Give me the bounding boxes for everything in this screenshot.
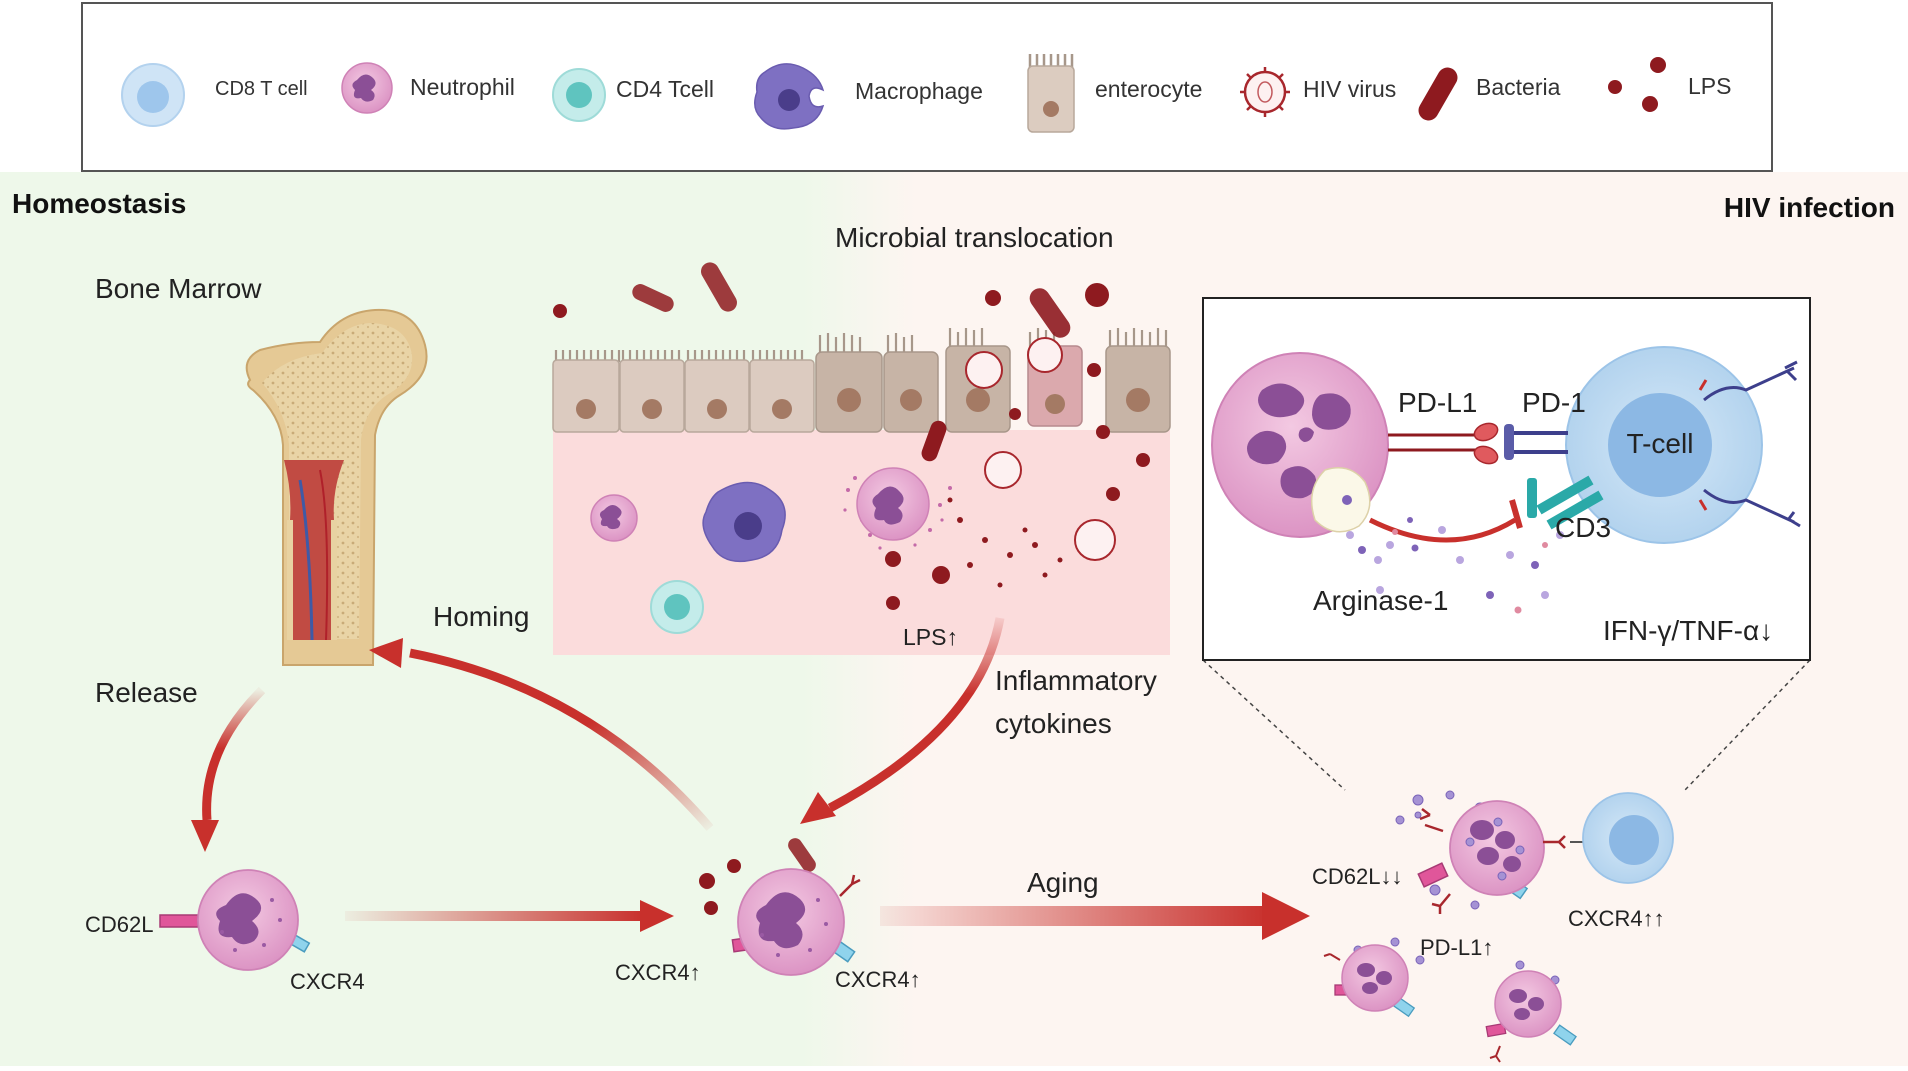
aging-arrow <box>880 892 1310 940</box>
neutrophil-gut-small <box>590 494 638 542</box>
legend-lps-label: LPS <box>1688 73 1731 99</box>
zoom-connector <box>1202 659 1811 791</box>
neutrophil-legend-icon <box>341 62 393 114</box>
arginase-inhibition <box>1346 499 1564 614</box>
cytokine-arrow <box>800 617 1005 824</box>
cxcr4-upup-label: CXCR4↑↑ <box>1568 906 1665 931</box>
homing-label: Homing <box>433 601 529 632</box>
homing-arrow <box>369 638 714 831</box>
legend-cd4-label: CD4 Tcell <box>616 76 714 102</box>
legend-bacteria-label: Bacteria <box>1476 74 1561 100</box>
cd4-legend-icon <box>552 68 606 122</box>
lps-up-label: LPS↑ <box>903 624 958 650</box>
lps-dots <box>553 283 1150 915</box>
neutrophil-activated-middle <box>731 868 861 976</box>
aging-label: Aging <box>1027 867 1099 898</box>
hiv-infection-title: HIV infection <box>1724 192 1895 223</box>
cd3-receptor <box>1527 475 1604 530</box>
neutrophil-homeostasis <box>159 869 311 971</box>
pdl1-up-label: PD-L1↑ <box>1420 935 1493 960</box>
cxcr4-up-left-label: CXCR4↑ <box>615 960 701 985</box>
macrophage-gut <box>702 481 786 563</box>
homeostasis-title: Homeostasis <box>12 188 186 219</box>
gut-tissue: LPS↑ <box>552 262 1171 915</box>
inset-cd3-label: CD3 <box>1555 512 1611 543</box>
release-arrow <box>191 686 266 852</box>
aged-neutrophil-large <box>1395 790 1566 914</box>
legend-neutrophil-label: Neutrophil <box>410 74 515 100</box>
inflammatory-label: Inflammatory <box>995 665 1157 696</box>
cytokines-label: cytokines <box>995 708 1112 739</box>
lps-legend-icon <box>1608 57 1666 112</box>
cxcr4-label: CXCR4 <box>290 969 365 994</box>
aged-neutrophil-small-right <box>1485 960 1577 1063</box>
macrophage-legend-icon <box>754 63 825 130</box>
legend-hiv-label: HIV virus <box>1303 76 1396 102</box>
microbial-translocation-label: Microbial translocation <box>835 222 1114 253</box>
cd8-legend-icon <box>121 63 185 127</box>
inset-arginase-label: Arginase-1 <box>1313 585 1448 616</box>
hiv-virus-group <box>965 337 1116 561</box>
neutrophil-gut-activated <box>843 467 952 550</box>
hiv-legend-icon <box>1240 67 1290 117</box>
inset-neutrophil <box>1211 352 1389 538</box>
legend: CD8 T cell Neutrophil CD4 Tcell Macropha… <box>81 2 1773 172</box>
inset-ifn-label: IFN-γ/TNF-α↓ <box>1603 615 1773 646</box>
inset-panel: PD-L1 PD-1 T-cell CD3 Arginase-1 IFN-γ/T… <box>1202 297 1811 661</box>
inset-tcell <box>1565 346 1801 544</box>
bacteria-legend-icon <box>1418 67 1458 121</box>
tcell-right <box>1570 792 1674 884</box>
bone-marrow-label: Bone Marrow <box>95 273 262 304</box>
cd62l-down-label: CD62L↓↓ <box>1312 864 1402 889</box>
legend-cd8-label: CD8 T cell <box>215 78 308 100</box>
legend-enterocyte-label: enterocyte <box>1095 76 1202 102</box>
aged-neutrophil-small-left <box>1323 937 1425 1018</box>
enterocyte-legend-icon <box>1027 54 1075 133</box>
release-label: Release <box>95 677 198 708</box>
femur-bone <box>245 308 428 666</box>
inset-pdl1-label: PD-L1 <box>1398 387 1477 418</box>
cd4-gut <box>650 580 704 634</box>
legend-macrophage-label: Macrophage <box>855 78 983 104</box>
neutrophil-mobilization-arrow <box>345 900 674 932</box>
bacteria-group <box>632 262 1071 872</box>
pdl1-pd1-interaction <box>1388 422 1568 465</box>
inset-tcell-label: T-cell <box>1627 428 1694 459</box>
cd62l-label: CD62L <box>85 912 153 937</box>
cxcr4-up-right-label: CXCR4↑ <box>835 967 921 992</box>
inset-pd1-label: PD-1 <box>1522 387 1586 418</box>
